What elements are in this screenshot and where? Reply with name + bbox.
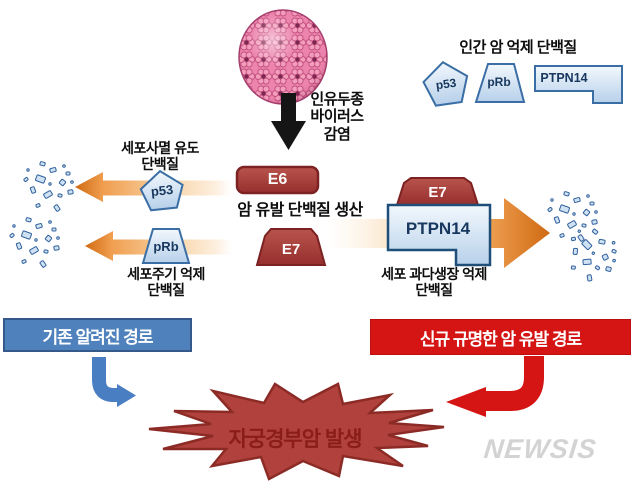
ptpn14-shape-small — [534, 65, 623, 104]
virus-infection-caption: 인유두종 바이러스 감염 — [300, 91, 374, 143]
cervical-cancer-starburst — [148, 382, 445, 481]
overgrowth-protein-label: 세포 과다생장 억제 단백질 — [381, 266, 487, 299]
protein-fragments-right-2 — [557, 221, 625, 289]
ptpn14-label-big: PTPN14 — [405, 219, 471, 238]
tumor-suppressor-group-title: 인간 암 억제 단백질 — [459, 39, 577, 56]
e6-label: E6 — [267, 171, 288, 188]
protein-fragments-left-top — [23, 160, 74, 213]
prb-shape-small — [474, 63, 526, 103]
p53-shape — [139, 169, 184, 212]
prb-label: pRb — [153, 239, 179, 254]
infection-arrow-icon — [271, 93, 306, 150]
prb-shape — [141, 228, 191, 264]
protein-fragments-left-bottom — [9, 216, 60, 269]
prb-label-small: pRb — [487, 75, 511, 89]
e7-label-center: E7 — [281, 241, 301, 258]
virus-caption-line1: 인유두종 — [310, 91, 364, 108]
cell-cycle-protein-label: 세포주기 억제 단백질 — [127, 266, 205, 299]
virus-caption-line2: 바이러스 — [310, 108, 364, 126]
e7-shape-center — [255, 228, 327, 266]
virus-caption-line3: 감염 — [323, 125, 351, 143]
newsis-watermark: NEWSIS — [482, 434, 599, 464]
p53-shape-small — [422, 60, 469, 107]
ptpn14-shape-big — [386, 203, 492, 267]
ptpn14-label-small: PTPN14 — [540, 71, 588, 85]
novel-pathway-banner: 신규 규명한 암 유발 경로 — [370, 319, 631, 355]
known-pathway-arrow-icon — [92, 357, 136, 407]
cervical-cancer-outcome-label: 자궁경부암 발생 — [228, 428, 362, 451]
hpv-virus-icon — [238, 9, 328, 105]
e7-label-right: E7 — [428, 184, 447, 201]
known-pathway-banner: 기존 알려진 경로 — [3, 318, 192, 352]
e6-shape — [235, 165, 320, 195]
novel-pathway-arrow-icon — [446, 356, 544, 417]
oncoprotein-production-label: 암 유발 단백질 생산 — [237, 202, 363, 219]
apoptosis-protein-label: 세포사멸 유도 단백질 — [121, 140, 199, 173]
protein-fragments-right-1 — [547, 190, 598, 243]
